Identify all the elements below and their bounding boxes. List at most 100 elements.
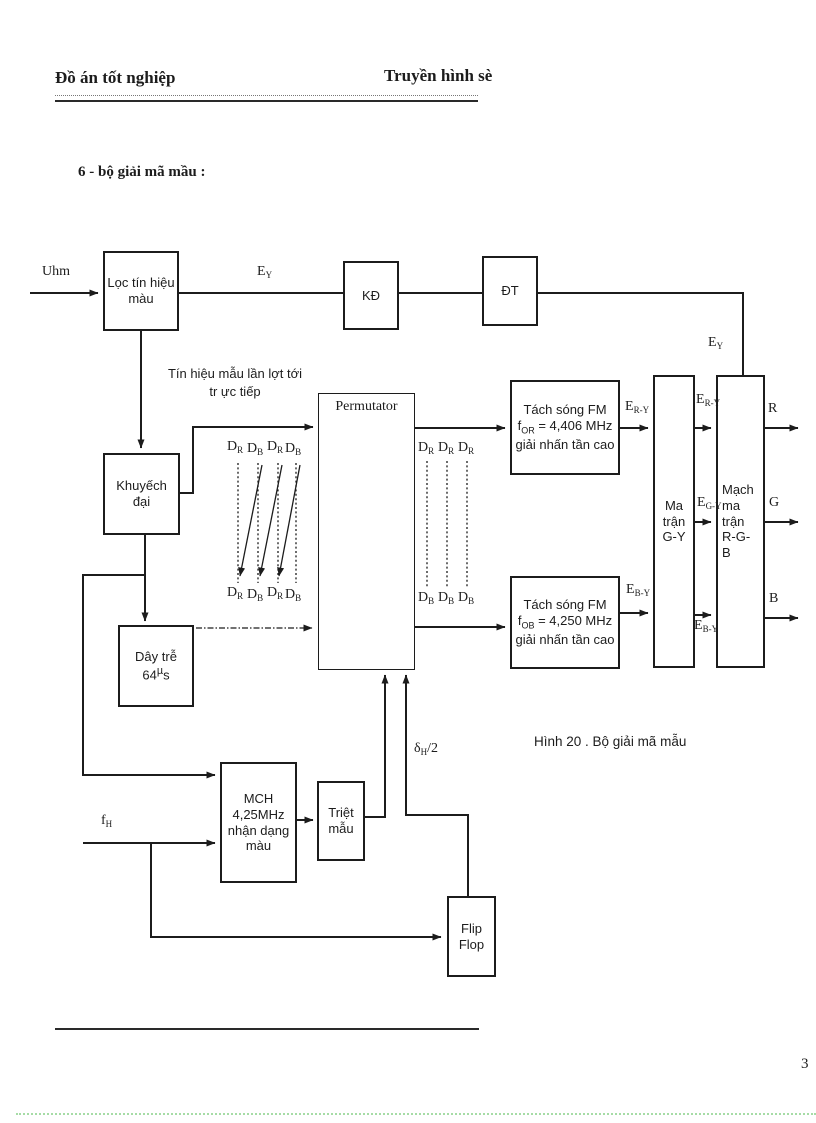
signal-symbol: D	[458, 440, 469, 455]
block-flip-flop: Flip Flop	[447, 896, 496, 977]
block-label: Permutator	[335, 399, 398, 414]
label-db: DB	[438, 590, 454, 606]
label-dr: DR	[418, 440, 434, 456]
block-label: Flop	[458, 936, 485, 952]
block-khuyech-dai: Khuyếch đại	[103, 453, 180, 535]
signal-symbol: f	[101, 813, 106, 828]
freq-symbol: f	[517, 418, 522, 434]
block-label: 64µs	[142, 665, 169, 683]
signal-symbol: D	[285, 587, 296, 602]
signal-subscript: B-Y	[702, 624, 719, 634]
block-label: màu	[128, 291, 154, 306]
label-eby-mid: EB-Y	[626, 582, 650, 598]
signal-symbol: D	[438, 440, 449, 455]
block-permutator: Permutator	[318, 393, 415, 670]
signal-symbol: E	[257, 264, 266, 279]
wire-dcluster-diag3	[277, 464, 301, 577]
label-uhm: Uhm	[42, 264, 70, 279]
signal-symbol: D	[418, 590, 429, 605]
signal-subscript: B	[257, 593, 264, 603]
signal-subscript: R	[468, 446, 475, 456]
signal-subscript: R	[237, 591, 244, 601]
header-left: Đồ án tốt nghiệp	[55, 68, 176, 87]
signal-subscript: H	[420, 747, 428, 757]
signal-symbol: D	[267, 439, 278, 454]
block-label: R-G-	[722, 529, 751, 545]
signal-subscript: R	[277, 445, 284, 455]
label-fh: fH	[101, 813, 112, 829]
signal-symbol: E	[626, 582, 635, 597]
signal-symbol: E	[697, 495, 706, 510]
block-label: ma	[722, 497, 741, 513]
label-out-g: G	[769, 495, 780, 510]
delay-unit: s	[163, 667, 170, 683]
label-eby-right: EB-Y	[694, 618, 718, 634]
block-triet-mau: Triệt mẫu	[317, 781, 365, 861]
freq-subscript: OB	[521, 620, 535, 631]
block-day-tre: Dây trễ 64µs	[118, 625, 194, 707]
block-label: G-Y	[662, 529, 686, 545]
block-label: mẫu	[328, 821, 354, 836]
wire-khuyech-permutator	[180, 423, 314, 494]
section-title: 6 - bộ giải mã mầu :	[78, 164, 206, 180]
block-loc-tin-hieu: Lọc tín hiệu màu	[103, 251, 179, 331]
block-label: Tách sóng FM	[523, 402, 607, 418]
label-dr: DR	[267, 585, 283, 601]
label-ery-mid: ER-Y	[625, 399, 649, 415]
block-label: B	[722, 545, 731, 561]
signal-symbol: E	[696, 392, 705, 407]
label-dr: DR	[227, 439, 243, 455]
label-dr: DR	[438, 440, 454, 456]
block-kd: KĐ	[343, 261, 399, 330]
block-label: giải nhấn tần cao	[515, 631, 615, 647]
signal-subscript: Y	[716, 341, 724, 351]
signal-subscript: R	[428, 446, 435, 456]
micro-sign: µ	[156, 664, 164, 677]
label-ey-right: EY	[708, 335, 723, 351]
signal-subscript: H	[105, 819, 113, 829]
label-dr: DR	[458, 440, 474, 456]
wire-flipflop-permutator	[402, 674, 469, 896]
block-label: 4,25MHz	[232, 806, 285, 822]
signal-subscript: R	[448, 446, 455, 456]
page-number: 3	[801, 1056, 809, 1072]
signal-symbol: E	[694, 618, 703, 633]
label-db: DB	[247, 441, 263, 457]
signal-subscript: B	[257, 447, 264, 457]
block-label: Mạch	[722, 481, 754, 497]
block-label: MCH	[243, 790, 274, 806]
signal-subscript: Y	[265, 270, 273, 280]
block-label: Dây trễ	[135, 648, 177, 664]
signal-symbol: D	[247, 587, 258, 602]
label-db: DB	[247, 587, 263, 603]
freq-value: = 4,406 MHz	[534, 418, 613, 434]
signal-subscript: B	[468, 596, 475, 606]
delay-value: 64	[142, 667, 157, 683]
label-out-r: R	[768, 401, 778, 416]
signal-subscript: R-Y	[633, 405, 650, 415]
signal-symbol: D	[267, 585, 278, 600]
signal-symbol: D	[438, 590, 449, 605]
block-label: Flip	[461, 920, 482, 936]
block-label: fOR = 4,406 MHz	[518, 418, 613, 437]
label-db: DB	[418, 590, 434, 606]
freq-subscript: OR	[521, 425, 535, 436]
signal-symbol: D	[458, 590, 469, 605]
block-tach-song-r: Tách sóng FM fOR = 4,406 MHz giải nhấn t…	[510, 380, 620, 475]
wire-triet-permutator	[365, 674, 389, 818]
block-label: Triệt	[328, 805, 354, 821]
block-label: màu	[245, 838, 272, 854]
block-mch: MCH 4,25MHz nhận dạng màu	[220, 762, 297, 883]
label-ey-top: EY	[257, 264, 272, 280]
signal-subscript: B	[428, 596, 435, 606]
label-dr: DR	[267, 439, 283, 455]
signal-subscript: G-Y	[705, 501, 722, 511]
annotation-note: Tín hiệu mẫu lần lợt tới tr ực tiếp	[160, 365, 310, 400]
block-label: fOB = 4,250 MHz	[518, 613, 612, 632]
signal-subscript: B-Y	[634, 588, 651, 598]
block-mach-ma-tran-rgb: Mạch ma trận R-G- B	[716, 375, 765, 668]
block-label: Khuyếch	[116, 478, 167, 494]
bottom-rule	[55, 1028, 479, 1030]
signal-symbol: E	[625, 399, 634, 414]
